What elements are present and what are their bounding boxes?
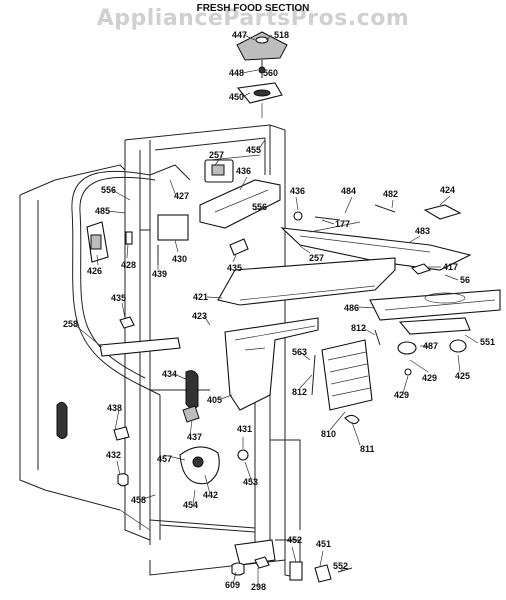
- callout-435b: 435: [111, 293, 126, 303]
- callout-453: 453: [243, 477, 258, 487]
- bottom-hinge-parts: [231, 539, 353, 583]
- crisper-shelf: [217, 257, 396, 306]
- callout-452: 452: [287, 535, 302, 545]
- callout-labels: 447 518 448 560 450 455 257 436 436 484 …: [63, 30, 495, 592]
- callout-405: 405: [207, 395, 222, 405]
- callout-811: 811: [360, 444, 375, 454]
- callout-485: 485: [95, 206, 110, 216]
- callout-556b: 556: [252, 202, 267, 212]
- callout-442: 442: [203, 490, 218, 500]
- freezer-side-panel: [19, 164, 151, 531]
- callout-457: 457: [157, 454, 172, 464]
- watermark: AppliancePartsPros.com: [96, 6, 410, 31]
- callout-436b: 436: [290, 186, 305, 196]
- callout-556a: 556: [101, 185, 116, 195]
- control-housing: [86, 159, 303, 265]
- cabinet-outline: [124, 124, 301, 579]
- callout-455: 455: [246, 145, 261, 155]
- callout-451: 451: [316, 539, 331, 549]
- callout-482: 482: [383, 189, 398, 199]
- callout-518: 518: [274, 30, 289, 40]
- callout-810: 810: [321, 429, 336, 439]
- callout-552: 552: [333, 561, 348, 571]
- callout-458: 458: [131, 495, 146, 505]
- callout-436a: 436: [236, 166, 251, 176]
- callout-447: 447: [232, 30, 247, 40]
- callout-439: 439: [152, 269, 167, 279]
- callout-450: 450: [229, 92, 244, 102]
- callout-429b: 429: [394, 390, 409, 400]
- callout-812a: 812: [351, 323, 366, 333]
- callout-257a: 257: [209, 150, 224, 160]
- callout-432: 432: [106, 450, 121, 460]
- defrost-heater: [311, 329, 381, 425]
- callout-298: 298: [251, 582, 266, 592]
- callout-487: 487: [423, 341, 438, 351]
- callout-560: 560: [263, 68, 278, 78]
- callout-486: 486: [344, 303, 359, 313]
- callout-437: 437: [187, 432, 202, 442]
- callout-438: 438: [107, 403, 122, 413]
- callout-56: 56: [460, 275, 470, 285]
- callout-427: 427: [174, 191, 189, 201]
- callout-430: 430: [172, 254, 187, 264]
- leader-lines: [74, 34, 479, 586]
- callout-257b: 257: [309, 253, 324, 263]
- damper-cover-assembly: [236, 31, 288, 118]
- callout-551: 551: [480, 337, 495, 347]
- callout-483: 483: [415, 226, 430, 236]
- section-title: FRESH FOOD SECTION: [196, 3, 310, 14]
- callout-609: 609: [225, 580, 240, 590]
- callout-423: 423: [192, 311, 207, 321]
- callout-421: 421: [193, 292, 208, 302]
- wire-harness: [71, 164, 191, 396]
- callout-417: 417: [443, 262, 458, 272]
- air-duct: [185, 317, 319, 411]
- callout-435a: 435: [227, 263, 242, 273]
- motor-assembly: [99, 316, 467, 487]
- callout-258: 258: [63, 319, 78, 329]
- fan-housing: [369, 289, 501, 335]
- callout-448: 448: [229, 68, 244, 78]
- callout-812b: 812: [292, 387, 307, 397]
- callout-484: 484: [341, 186, 356, 196]
- callout-428: 428: [121, 260, 136, 270]
- callout-563: 563: [292, 347, 307, 357]
- callout-426: 426: [87, 266, 102, 276]
- callout-425: 425: [455, 371, 470, 381]
- evaporator-cover: [280, 204, 472, 275]
- callout-434: 434: [162, 369, 177, 379]
- callout-431: 431: [237, 424, 252, 434]
- callout-177: 177: [335, 219, 350, 229]
- callout-424: 424: [440, 185, 455, 195]
- callout-429a: 429: [422, 373, 437, 383]
- callout-454: 454: [183, 500, 198, 510]
